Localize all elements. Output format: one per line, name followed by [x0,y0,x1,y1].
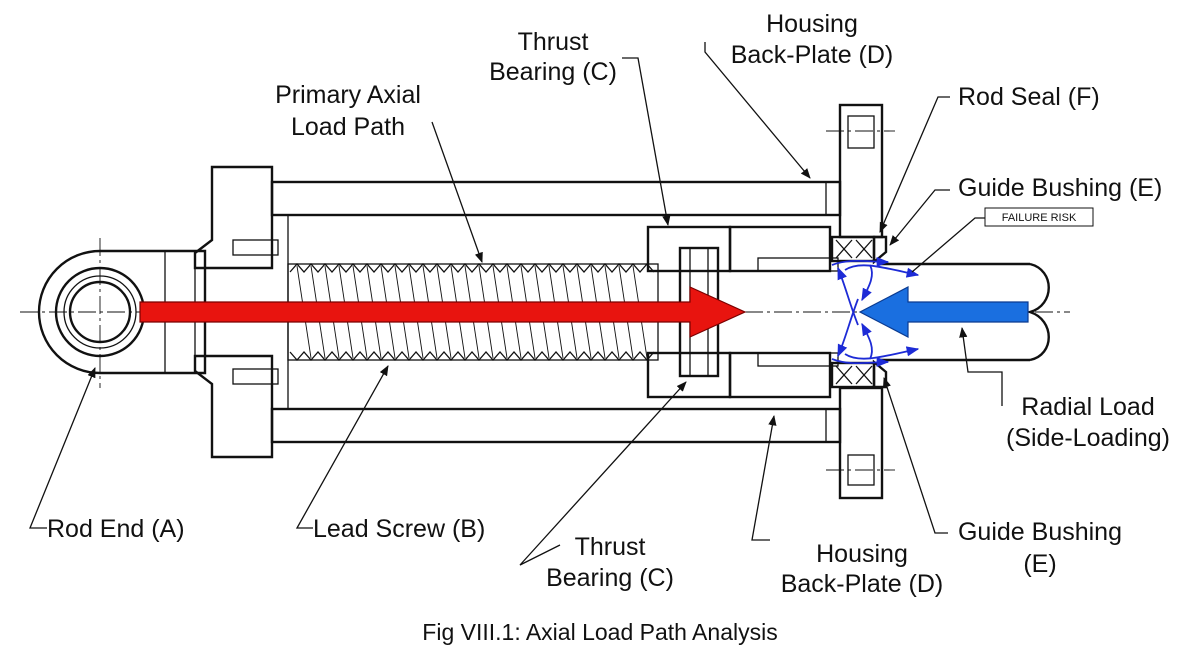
svg-text:Thrust: Thrust [575,533,646,561]
svg-text:Back-Plate (D): Back-Plate (D) [731,41,894,69]
leader-lines [29,42,1003,566]
svg-text:Primary Axial: Primary Axial [275,81,421,109]
left-end-cap [193,165,279,459]
label-lead-screw: Lead Screw (B) [313,515,485,543]
label-radial-load: Radial Load (Side-Loading) [1006,393,1170,452]
svg-text:Guide Bushing: Guide Bushing [958,518,1122,546]
piston-rod [728,225,1050,399]
svg-text:Radial Load: Radial Load [1021,393,1154,421]
label-primary-axial-load-path: Primary Axial Load Path [275,81,421,141]
rod-seal-and-guide-bushing [830,235,888,389]
svg-text:Thrust: Thrust [518,28,589,56]
stress-flow-lines [831,256,920,368]
svg-text:Load Path: Load Path [291,113,405,141]
svg-text:Bearing (C): Bearing (C) [546,564,674,592]
svg-text:Housing: Housing [766,10,858,38]
svg-text:Back-Plate (D): Back-Plate (D) [781,570,944,598]
svg-text:(Side-Loading): (Side-Loading) [1006,424,1170,452]
svg-text:FAILURE RISK: FAILURE RISK [1002,212,1077,224]
label-guide-bushing-top: Guide Bushing (E) [958,174,1162,202]
label-guide-bushing-bottom: Guide Bushing (E) [958,518,1122,578]
radial-load-arrow [858,286,1029,338]
label-housing-back-plate-bottom: Housing Back-Plate (D) [781,540,944,598]
figure-caption: Fig VIII.1: Axial Load Path Analysis [422,619,777,645]
svg-text:Housing: Housing [816,540,908,568]
label-thrust-bearing-bottom: Thrust Bearing (C) [546,533,674,592]
label-thrust-bearing-top: Thrust Bearing (C) [489,28,617,86]
label-rod-seal: Rod Seal (F) [958,83,1100,111]
label-rod-end: Rod End (A) [47,515,185,543]
svg-text:Bearing (C): Bearing (C) [489,58,617,86]
primary-axial-load-arrow [139,286,747,338]
svg-text:(E): (E) [1023,550,1056,578]
label-housing-back-plate-top: Housing Back-Plate (D) [731,10,894,69]
failure-risk-tag: FAILURE RISK [984,207,1094,227]
